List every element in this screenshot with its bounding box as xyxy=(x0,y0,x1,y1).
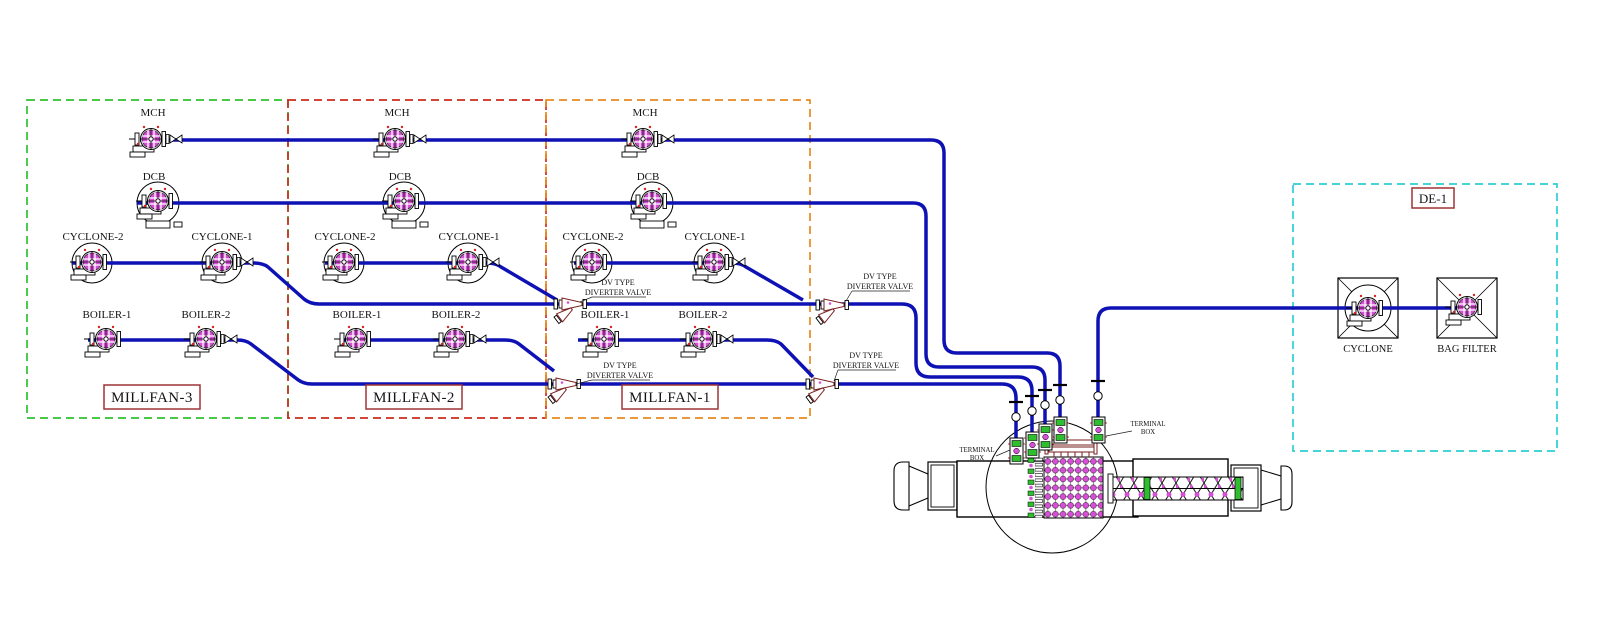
cyclone1-label-millfan2: CYCLONE-1 xyxy=(438,231,499,243)
boiler2-label-millfan3: BOILER-2 xyxy=(182,309,231,321)
boiler1-label-millfan2: BOILER-1 xyxy=(333,309,382,321)
de1-bagfilter-label: BAG FILTER xyxy=(1437,344,1496,355)
cyclone1-label-millfan1: CYCLONE-1 xyxy=(684,231,745,243)
millfan1-label: MILLFAN-1 xyxy=(629,390,711,406)
millfan1-label-box xyxy=(621,384,719,410)
mch-label-millfan1: MCH xyxy=(632,107,657,119)
terminal-box-4 xyxy=(1051,416,1070,444)
screw-conveyor xyxy=(1107,473,1244,504)
boiler2-label-millfan1: BOILER-2 xyxy=(679,309,728,321)
dv-callout-3: DV TYPE DIVERTER VALVE xyxy=(845,272,913,302)
dv3-line1: DV TYPE xyxy=(863,272,896,281)
de1-label-box xyxy=(1411,187,1455,209)
dv1-line1: DV TYPE xyxy=(601,278,634,287)
header-manifold xyxy=(1044,437,1098,457)
millfan2-label: MILLFAN-2 xyxy=(373,390,455,406)
cyclone2-label-millfan2: CYCLONE-2 xyxy=(314,231,375,243)
dv4-line1: DV TYPE xyxy=(849,351,882,360)
cyclone2-label-millfan3: CYCLONE-2 xyxy=(62,231,123,243)
dcb-label-millfan1: DCB xyxy=(637,171,660,183)
boiler1-label-millfan1: BOILER-1 xyxy=(581,309,630,321)
dv4-line2: DIVERTER VALVE xyxy=(833,361,899,370)
pipe-dcb-run xyxy=(137,201,1047,425)
millfan2-boundary xyxy=(287,99,547,419)
terminal-box-callout-left: TERMINAL BOX xyxy=(959,447,1011,462)
terminal-box-5 xyxy=(1089,416,1108,444)
dv-callout-1: DV TYPE DIVERTER VALVE xyxy=(579,278,651,303)
dcb-label-millfan3: DCB xyxy=(143,171,166,183)
dv3-line2: DIVERTER VALVE xyxy=(847,282,913,291)
de1-boundary xyxy=(1292,183,1558,452)
terminal-box-callout-right: TERMINAL BOX xyxy=(1105,421,1166,437)
tb-left-line2: BOX xyxy=(970,455,984,462)
dcb-bases xyxy=(145,220,677,229)
pipework xyxy=(72,138,1474,439)
tube-sheet-grid xyxy=(1027,456,1104,519)
millfan1-boundary xyxy=(545,99,811,419)
diverter-valve-2 xyxy=(546,377,581,405)
dcb-label-millfan2: DCB xyxy=(389,171,412,183)
boiler2-label-millfan2: BOILER-2 xyxy=(432,309,481,321)
terminal-box-2 xyxy=(1023,431,1042,459)
pipe-mch-run xyxy=(140,138,1062,418)
de1-label: DE-1 xyxy=(1419,191,1447,206)
dv1-line2: DIVERTER VALVE xyxy=(585,288,651,297)
pipe-boiler-branch-millfan2 xyxy=(340,338,556,373)
cyclone1-label-millfan3: CYCLONE-1 xyxy=(191,231,252,243)
de1-cyclone-label: CYCLONE xyxy=(1343,344,1393,355)
terminal-box-1 xyxy=(1007,437,1026,465)
mch-label-millfan2: MCH xyxy=(384,107,409,119)
terminal-box-3 xyxy=(1036,423,1055,451)
millfan3-label-box xyxy=(103,384,201,410)
cyclone2-label-millfan1: CYCLONE-2 xyxy=(562,231,623,243)
millfan2-label-box xyxy=(365,384,463,410)
pipe-boiler-branch-millfan1 xyxy=(578,338,815,379)
pipe-cyclone-branch-millfan2 xyxy=(325,261,558,302)
dv-callout-4: DV TYPE DIVERTER VALVE xyxy=(833,351,899,382)
dv2-line1: DV TYPE xyxy=(603,361,636,370)
boiler1-label-millfan3: BOILER-1 xyxy=(83,309,132,321)
diverter-valve-4 xyxy=(804,377,839,405)
mch-label-millfan3: MCH xyxy=(140,107,165,119)
equipment-symbols xyxy=(69,126,1483,465)
dv2-line2: DIVERTER VALVE xyxy=(587,371,653,380)
tb-left-line1: TERMINAL xyxy=(959,447,994,454)
pipe-boiler-main-run xyxy=(88,338,1018,439)
pipe-cyclone-main-run xyxy=(72,261,1034,433)
outer-shapes xyxy=(71,181,1498,554)
tb-right-line1: TERMINAL xyxy=(1130,421,1165,428)
dv-callout-2: DV TYPE DIVERTER VALVE xyxy=(575,361,653,385)
boiler1-symbol-millfan2 xyxy=(333,325,372,358)
pipe-de1-run xyxy=(1096,306,1474,418)
millfan3-label: MILLFAN-3 xyxy=(111,390,193,406)
section-boundaries xyxy=(26,99,1558,452)
labels: MCH MCH MCH DCB DCB DCB CYCLONE-2 CYCLON… xyxy=(62,107,1496,462)
tb-right-line2: BOX xyxy=(1141,429,1155,436)
